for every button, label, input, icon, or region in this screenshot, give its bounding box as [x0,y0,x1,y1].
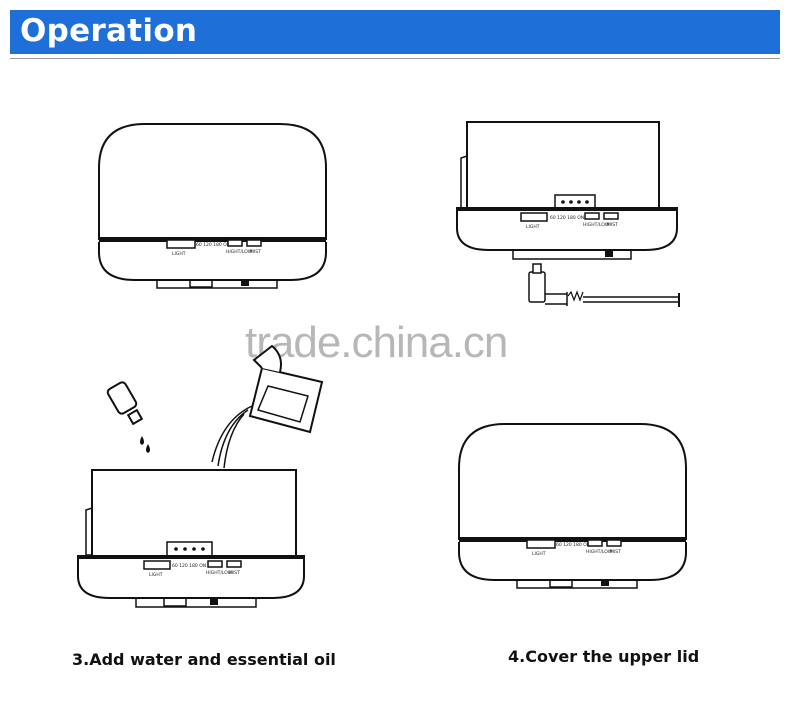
caption-step-4: 4.Cover the upper lid [508,647,700,666]
panel-plug-adapter: LIGHT 60 120 180 ON HIGHT/LOW MIST [455,118,690,313]
diffuser-closed-illustration: LIGHT 60 120 180 ON HIGHT/LOW MIST [98,123,327,289]
high-low-label: HIGHT/LOW [206,570,233,576]
diffuser-open-illustration: LIGHT 60 120 180 ON HIGHT/LOW MIST [456,121,680,307]
high-low-label: HIGHT/LOW [226,249,253,255]
header-bar [10,10,780,54]
timer-label: 60 120 180 ON [556,542,590,548]
mist-label: MIST [607,222,618,228]
diffuser-covered-illustration: LIGHT 60 120 180 ON HIGHT/LOW MIST [458,423,687,589]
header: Operation [0,0,790,60]
light-label: LIGHT [526,224,540,230]
panel-add-water: LIGHT 60 120 180 ON HIGHT/LOW MIST [72,340,332,620]
caption-step-3: 3.Add water and essential oil [72,650,336,669]
high-low-label: HIGHT/LOW [583,222,610,228]
water-jug-icon [211,344,324,469]
mist-label: MIST [610,549,621,555]
high-low-label: HIGHT/LOW [586,549,613,555]
timer-label: 60 120 180 ON [196,242,230,248]
plug-icon [528,271,546,303]
panel-cover-lid: LIGHT 60 120 180 ON HIGHT/LOW MIST [455,420,690,595]
light-label: LIGHT [172,251,186,257]
timer-label: 60 120 180 ON [550,215,584,221]
light-label: LIGHT [532,551,546,557]
light-label: LIGHT [149,572,163,578]
oil-bottle-icon [106,381,150,453]
add-water-illustration: LIGHT 60 120 180 ON HIGHT/LOW MIST [77,344,324,608]
panel-closed-diffuser: LIGHT 60 120 180 ON HIGHT/LOW MIST [95,120,330,290]
mist-label: MIST [229,570,240,576]
watermark: trade.china.cn [245,318,508,367]
header-divider [10,58,780,59]
page-title: Operation [20,13,198,49]
mist-label: MIST [250,249,261,255]
timer-label: 60 120 180 ON [172,563,206,569]
